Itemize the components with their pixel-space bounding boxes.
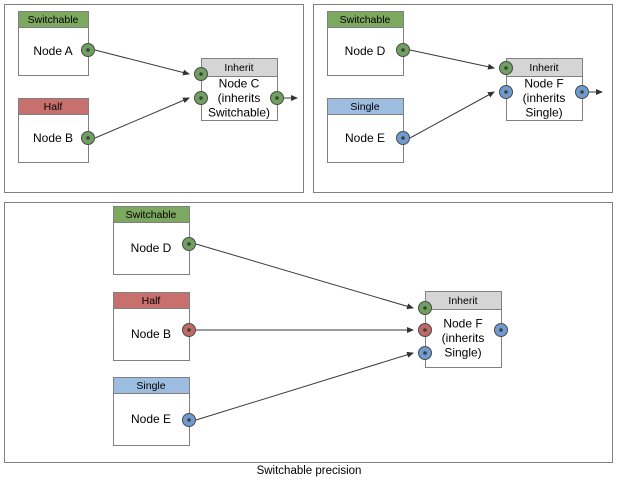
node-f-label-line: (inherits (442, 331, 485, 345)
edge-a-to-c (94, 49, 190, 76)
port-dot-icon (504, 90, 508, 94)
node-a-header (18, 11, 89, 28)
node-e-label-line: Node E (345, 131, 385, 145)
port-dot-icon (401, 136, 405, 140)
port-dot-icon (86, 136, 90, 140)
edge-e-to-f (195, 351, 414, 421)
node-b-header-label: Half (44, 101, 63, 113)
port-dot-icon (187, 242, 191, 246)
node-f-header-label: Inherit (448, 295, 477, 307)
node-f-header-label: Inherit (529, 62, 558, 74)
port-dot-icon (499, 328, 503, 332)
node-e-header (113, 377, 190, 394)
node-b-header (18, 98, 89, 115)
port-dot-icon (401, 48, 405, 52)
node-d-header (113, 206, 190, 223)
port-dot-icon (580, 90, 584, 94)
node-b-header-label: Half (142, 295, 161, 307)
node-f-label-line: Single) (525, 106, 562, 120)
port-dot-icon (423, 306, 427, 310)
panel-bottom (4, 202, 613, 463)
node-c-label-line: (inherits (218, 91, 261, 105)
edge-b-to-c (94, 97, 190, 139)
node-f-label-line: Node F (443, 317, 482, 331)
port-dot-icon (86, 48, 90, 52)
port-dot-icon (199, 72, 203, 76)
edge-d-to-f (409, 49, 495, 70)
node-f-label-line: (inherits (523, 91, 566, 105)
node-f-header (425, 291, 502, 310)
node-a-label-line: Node A (33, 44, 72, 58)
port-dot-icon (187, 418, 191, 422)
port-dot-icon (187, 328, 191, 332)
node-c-header-label: Inherit (224, 62, 253, 74)
port-dot-icon (199, 96, 203, 100)
node-e-header (327, 98, 404, 115)
node-c-label-line: Switchable) (208, 106, 270, 120)
node-b-label-line: Node B (33, 131, 73, 145)
node-e-label-line: Node E (131, 412, 171, 426)
port-dot-icon (423, 351, 427, 355)
node-e-header-label: Single (350, 101, 379, 113)
diagram-caption: Switchable precision (256, 465, 362, 477)
node-b-label-line: Node B (131, 327, 171, 341)
node-d-header-label: Switchable (126, 209, 177, 221)
node-f-label-line: Node F (524, 77, 563, 91)
node-e-header-label: Single (136, 380, 165, 392)
node-d-label-line: Node D (131, 241, 172, 255)
node-d-header (327, 11, 404, 28)
port-dot-icon (423, 328, 427, 332)
node-d-label-line: Node D (345, 44, 386, 58)
edge-e-to-f (409, 91, 495, 139)
node-b-header (113, 292, 190, 309)
port-dot-icon (504, 66, 508, 70)
node-a-header-label: Switchable (28, 14, 79, 26)
port-dot-icon (275, 96, 279, 100)
edge-d-to-f (195, 243, 414, 310)
node-f-label-line: Single) (444, 346, 481, 360)
node-d-header-label: Switchable (340, 14, 391, 26)
node-c-label-line: Node C (219, 77, 260, 91)
